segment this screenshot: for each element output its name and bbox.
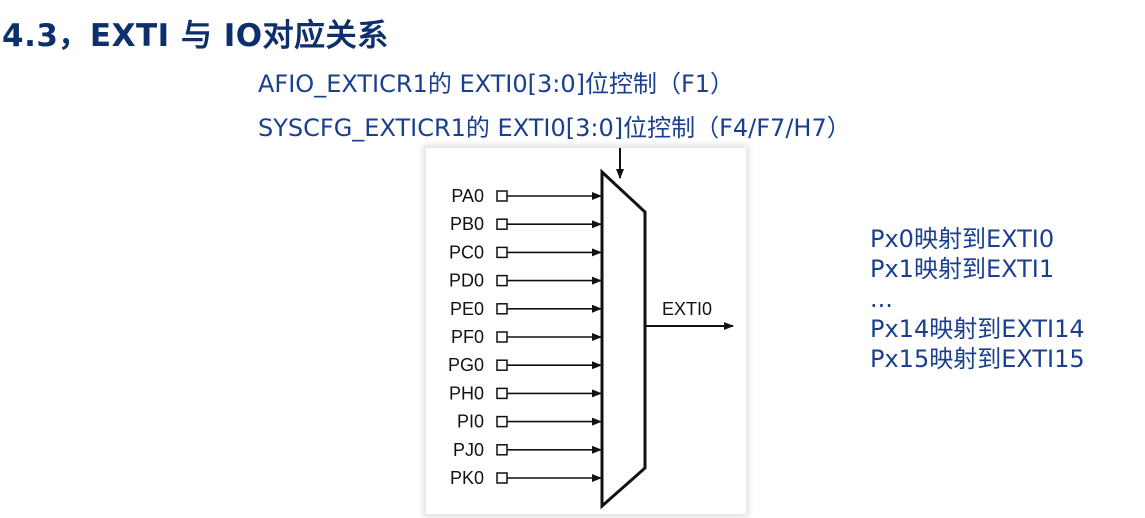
input-pin-terminal [496,246,508,259]
input-pin-row: PE0 [450,299,602,319]
multiplexer-shape [600,168,647,510]
mapping-line: Px1映射到EXTI1 [870,255,1055,283]
input-pin-label: PB0 [450,214,484,234]
output-label-exti0: EXTI0 [662,299,712,319]
input-pin-label: PH0 [449,383,484,403]
input-pin-label: PA0 [451,186,484,206]
input-pin-row: PF0 [451,327,602,347]
mapping-list: Px0映射到EXTI0 Px1映射到EXTI1 ... Px14映射到EXTI1… [870,224,1085,374]
input-pin-label: PJ0 [453,440,484,460]
input-pin-row: PG0 [448,355,602,375]
input-pin-row: PI0 [457,412,602,432]
mapping-line: Px14映射到EXTI14 [870,315,1085,343]
input-pin-terminal [496,331,508,343]
input-pin-terminal [496,472,508,484]
input-pin-terminal [496,415,508,428]
input-pin-row: PH0 [449,383,602,403]
input-pin-terminal [496,218,508,230]
input-pin-terminal [496,190,508,202]
input-pin-label: PE0 [450,299,484,319]
input-pin-label: PK0 [450,468,484,488]
input-pin-terminal [496,303,508,315]
input-pin-label: PI0 [457,412,484,432]
input-pin-label: PG0 [448,355,484,375]
mapping-line-ellipsis: ... [870,285,893,313]
input-pin-label: PC0 [449,242,484,262]
page-title: 4.3，EXTI 与 IO对应关系 [2,18,389,54]
mapping-line: Px15映射到EXTI15 [870,345,1085,373]
input-pin-terminal [496,359,508,371]
input-pin-label: PD0 [449,271,484,291]
input-pin-row: PB0 [450,214,602,234]
subtitle-syscfg: SYSCFG_EXTICR1的 EXTI0[3:0]位控制（F4/F7/H7） [258,114,851,142]
input-pin-terminal [496,274,508,287]
mapping-line: Px0映射到EXTI0 [870,225,1055,253]
input-pin-row: PK0 [450,468,602,488]
subtitle-afio: AFIO_EXTICR1的 EXTI0[3:0]位控制（F1） [258,70,735,98]
input-pin-row: PD0 [449,271,602,291]
input-pin-row: PJ0 [453,440,602,460]
input-pin-label: PF0 [451,327,484,347]
input-pin-row: PC0 [449,242,602,262]
input-pin-terminal [496,444,508,456]
input-pin-row: PA0 [451,186,602,206]
input-pin-terminal [496,387,508,400]
